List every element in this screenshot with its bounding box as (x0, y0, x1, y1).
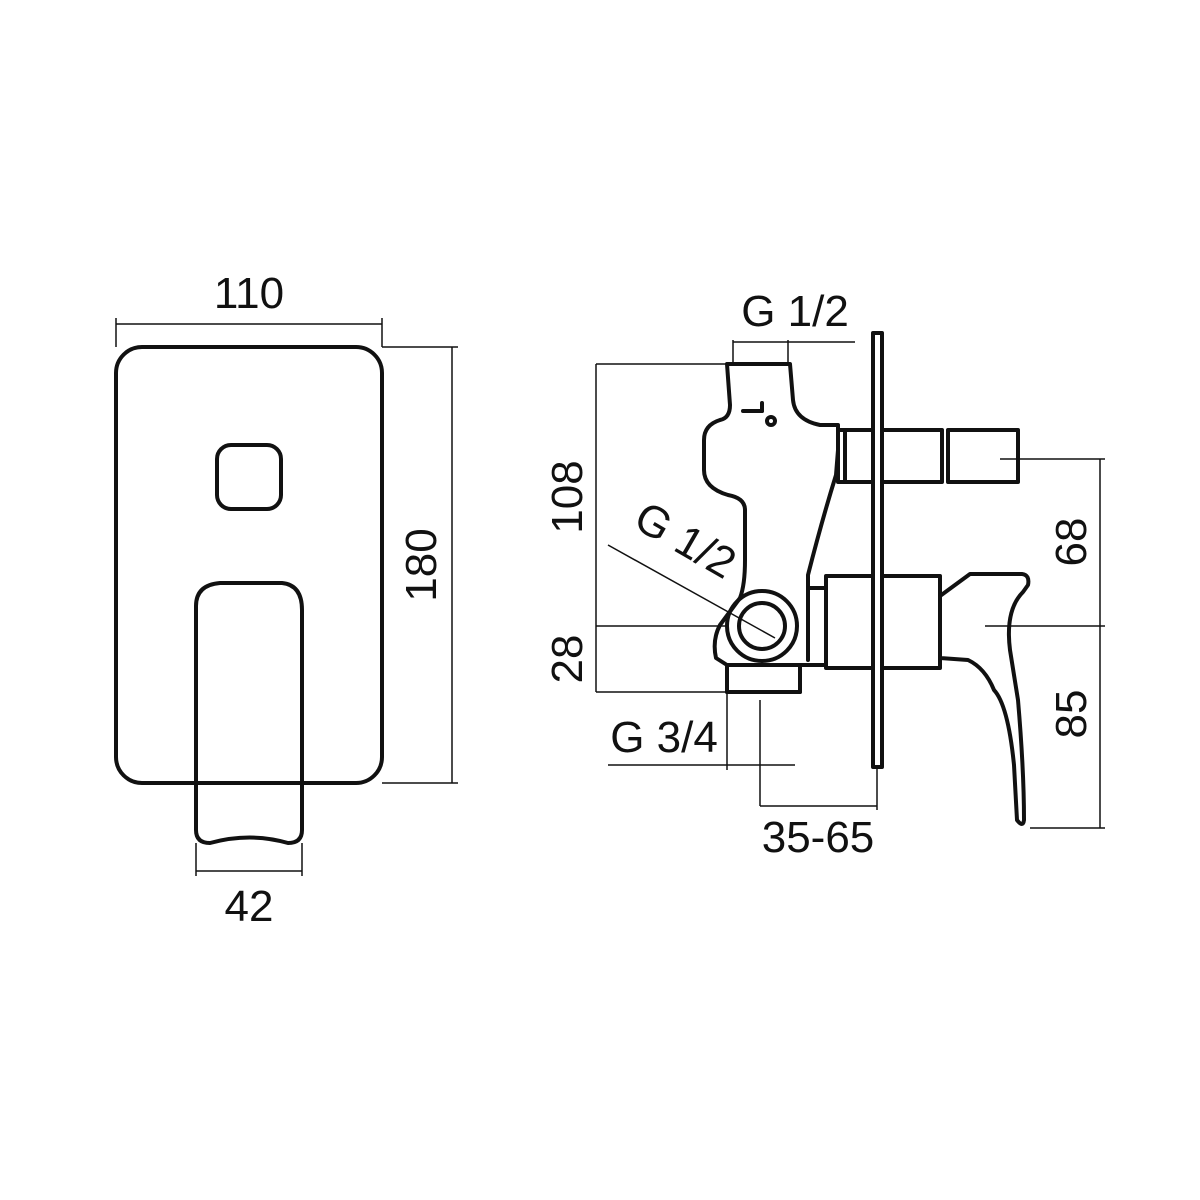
upper-stem (836, 428, 875, 484)
dim-108-label: 108 (543, 460, 592, 533)
side-inlet-ring-inner (737, 601, 787, 651)
upper-button (946, 428, 1020, 484)
dim-28-label: 28 (543, 635, 592, 684)
cover-plate (114, 345, 384, 785)
lower-collar-outer (880, 574, 942, 670)
bottom-outlet (725, 663, 802, 694)
dim-outlet-label: G 3/4 (610, 713, 718, 762)
dim-side-inlet-leader (607, 544, 776, 639)
dim-85-label: 85 (1047, 690, 1096, 739)
dim-side-inlet-label: G 1/2 (626, 492, 744, 588)
front-view: 110 180 42 (114, 269, 458, 931)
valve-body (702, 362, 840, 694)
upper-stem-outer (880, 428, 944, 484)
side-lever (938, 572, 1031, 826)
diverter-button (215, 443, 283, 511)
side-view: G 1/2 108 28 G 1/2 G 3/4 35-65 68 85 (543, 287, 1105, 862)
lever-handle (194, 581, 304, 845)
dim-top-inlet-label: G 1/2 (741, 287, 849, 336)
dim-42-label: 42 (225, 882, 274, 931)
lower-collar (824, 574, 875, 670)
dim-180-label: 180 (397, 528, 446, 601)
body-mark-dot (765, 415, 777, 427)
dim-110-label: 110 (214, 269, 284, 318)
wall-plate (871, 331, 884, 769)
dim-68-label: 68 (1047, 518, 1096, 567)
dim-depth-label: 35-65 (762, 813, 875, 862)
